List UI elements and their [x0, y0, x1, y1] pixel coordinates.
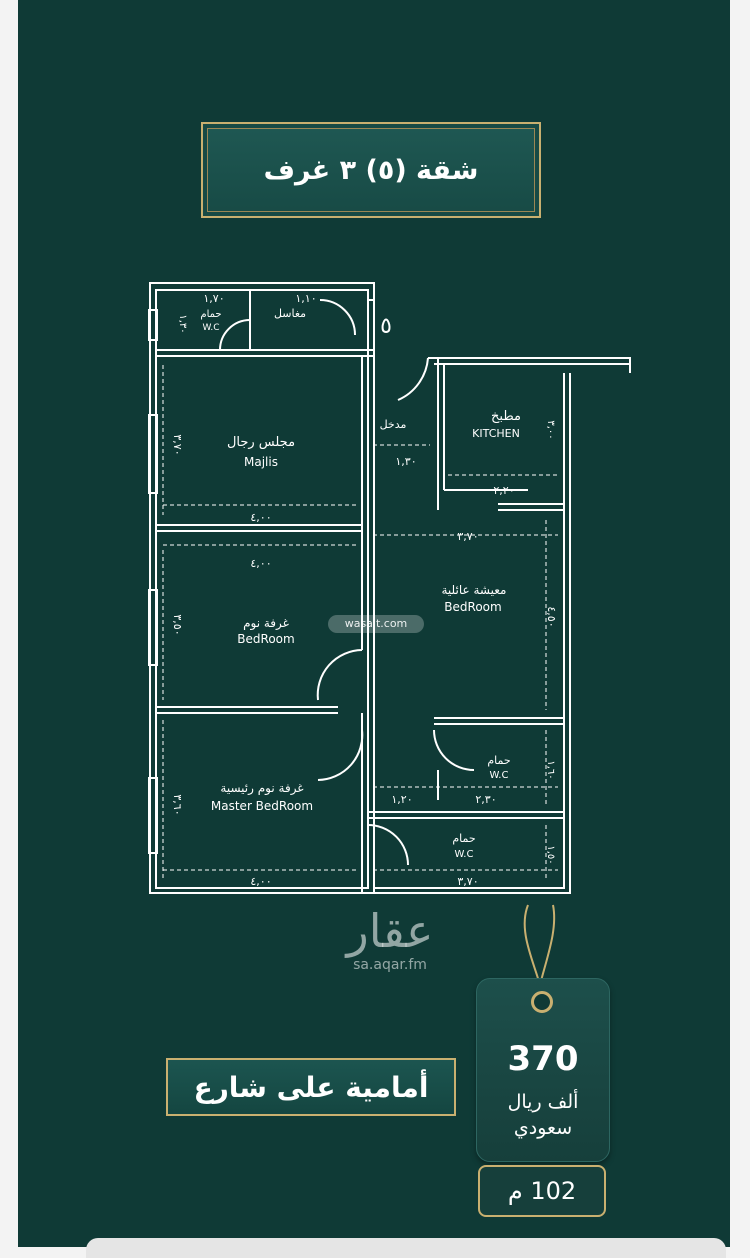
area-badge: 102 م [478, 1165, 606, 1217]
tag-cord-right [539, 904, 556, 986]
dim-wc-bottom-width: ٣,٧٠ [457, 875, 478, 888]
label-wc-mid-sub: W.C [490, 770, 509, 781]
aqar-watermark: عقار sa.aqar.fm [320, 905, 460, 973]
title-banner: شقة (٥) ٣ غرف [201, 122, 541, 218]
label-living-en: BedRoom [444, 600, 501, 614]
aqar-watermark-word: عقار [346, 904, 434, 958]
label-wc-mid: حمام [487, 754, 510, 767]
street-label: أمامية على شارع [193, 1070, 429, 1104]
label-kitchen-ar: مطبخ [491, 409, 521, 424]
window-majlis [148, 414, 158, 494]
street-banner: أمامية على شارع [166, 1058, 456, 1116]
dim-corridor-width: ١,٢٠ [391, 793, 412, 806]
dim-master-width: ٤,٠٠ [250, 875, 271, 888]
door-kitchen [397, 357, 429, 401]
label-majlis-ar: مجلس رجال [227, 435, 295, 450]
floor-plan-card: شقة (٥) ٣ غرف [18, 0, 730, 1247]
label-wc-bottom-sub: W.C [455, 849, 474, 860]
window-top [148, 309, 158, 341]
wall-kitchen-top [428, 357, 631, 373]
label-wc-top: حمام [200, 309, 221, 320]
label-wc-bottom: حمام [452, 832, 475, 845]
dim-majlis-width: ٤,٠٠ [250, 511, 271, 524]
dim-living-height: ٤,٥٠ [545, 606, 558, 627]
label-washbasins: مغاسل [274, 307, 306, 320]
floor-plan-drawing: ٥ مغاسل حمام W.C مجلس رجال Majlis مدخل م… [148, 282, 631, 986]
label-master-en: Master BedRoom [211, 799, 313, 813]
dim-wc-mid-height: ١,٦٠ [545, 760, 556, 779]
outer-wall-left-block [149, 282, 375, 894]
wall-right-outer [374, 373, 571, 894]
aqar-watermark-url: sa.aqar.fm [353, 957, 427, 973]
window-bedroom [148, 589, 158, 666]
page-title: شقة (٥) ٣ غرف [263, 154, 479, 186]
tag-hole-icon [531, 991, 553, 1013]
dim-bedroom-width: ٤,٠٠ [250, 557, 271, 570]
label-majlis-en: Majlis [244, 455, 278, 469]
label-wc-top-sub: W.C [202, 323, 219, 333]
dim-kitchen-height: ٣,٠٠ [545, 420, 556, 439]
door-master [317, 729, 364, 781]
price-tag: 370 ألف ريال سعودي [476, 978, 610, 1162]
wasalt-watermark: wasalt.com [328, 615, 424, 633]
window-master [148, 777, 158, 854]
door-wc-top [219, 319, 251, 351]
label-entrance: مدخل [380, 418, 407, 431]
price-unit: ألف ريال سعودي [477, 1089, 609, 1141]
dim-kitchen-width: ٢,٢٠ [493, 484, 514, 497]
label-bedroom-ar: غرفة نوم [243, 616, 289, 631]
dim-wc-mid-width: ٢,٣٠ [475, 793, 496, 806]
dim-living-width: ٣,٧٠ [457, 530, 478, 543]
bottom-sheet-edge [86, 1238, 726, 1258]
price-unit-line1: ألف ريال [507, 1091, 579, 1113]
label-kitchen-en: KITCHEN [472, 427, 520, 440]
door-bedroom [316, 649, 363, 701]
door-wc-bottom [367, 824, 409, 866]
door-wc-mid [433, 729, 475, 771]
price-value: 370 [507, 1039, 579, 1079]
dim-master-height: ٣,٦٠ [171, 794, 184, 815]
wall-top-right [368, 283, 375, 301]
dim-top-washbasin-width: ١,١٠ [295, 292, 316, 305]
dim-majlis-height: ٣,٧٠ [171, 434, 184, 455]
unit-number: ٥ [380, 314, 392, 339]
dim-top-wc-height: ١,٣٠ [177, 314, 188, 333]
label-living-ar: معيشة عائلية [442, 583, 507, 597]
tag-cord-left [523, 904, 541, 986]
dim-wc-bottom-height: ١,٥٠ [545, 845, 556, 864]
dim-bedroom-height: ٣,٥٠ [171, 614, 184, 635]
label-bedroom-en: BedRoom [237, 632, 294, 646]
dim-top-wc-width: ١,٧٠ [203, 292, 224, 305]
price-unit-line2: سعودي [513, 1117, 573, 1139]
wall-right-inner [374, 373, 565, 889]
area-label: 102 م [507, 1177, 577, 1205]
door-entry [319, 299, 356, 336]
dim-entrance-width: ١,٣٠ [395, 455, 416, 468]
label-master-ar: غرفة نوم رئيسية [220, 781, 303, 796]
